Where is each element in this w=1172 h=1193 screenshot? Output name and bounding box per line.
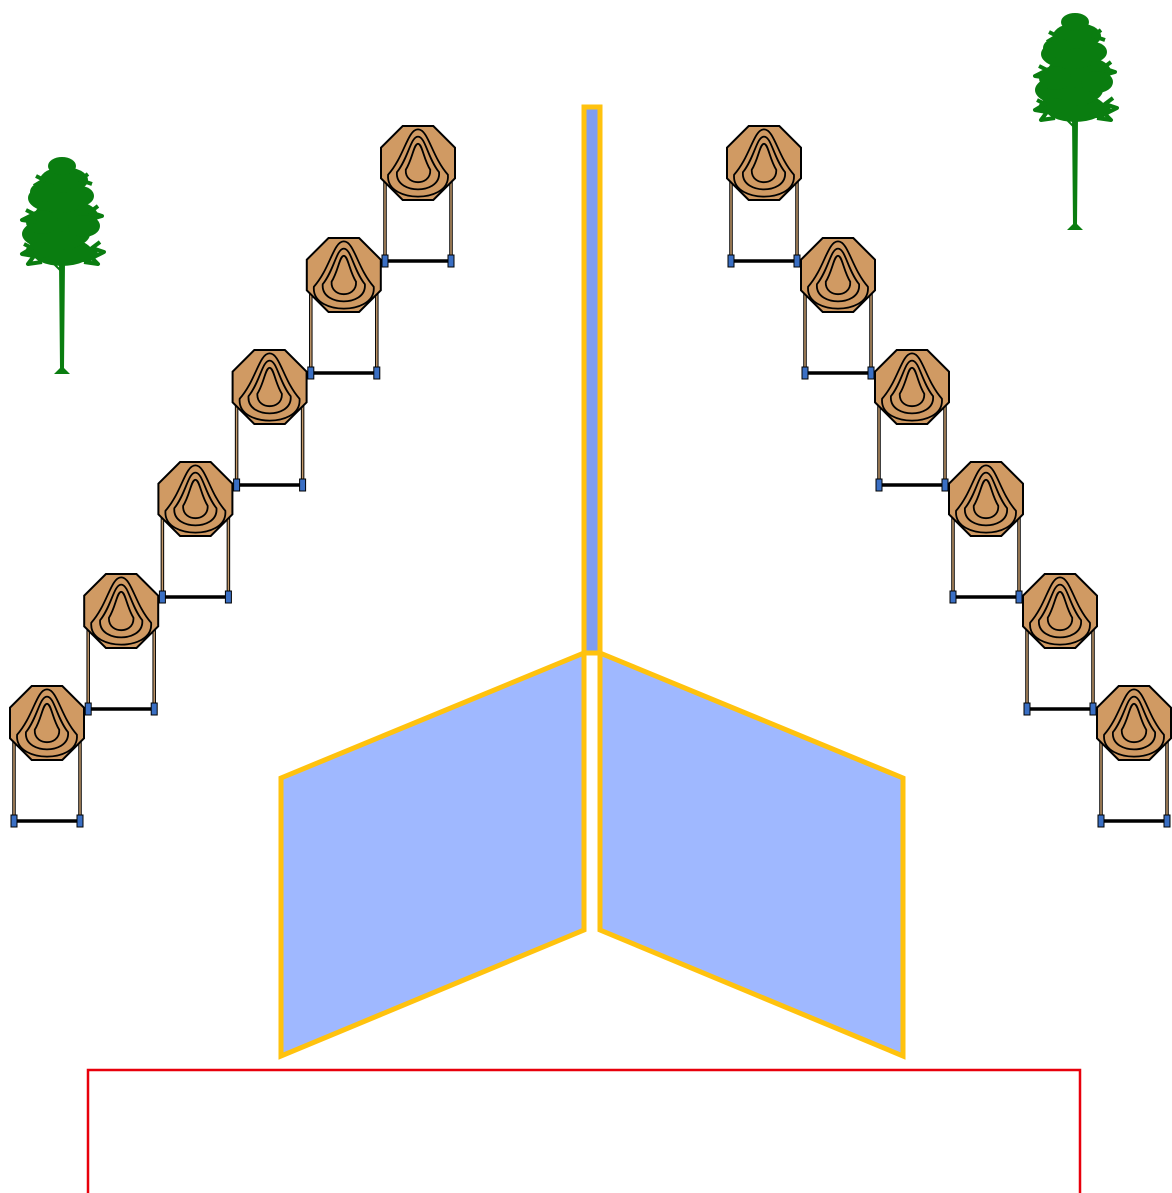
barrier-left <box>278 649 587 1060</box>
steel-target-icon <box>1022 573 1098 716</box>
steel-target-icon <box>874 349 950 492</box>
steel-target-icon <box>800 237 876 380</box>
tree-icon <box>20 157 106 374</box>
steel-target-icon <box>1096 685 1172 828</box>
steel-target-icon <box>948 461 1024 604</box>
steel-target-icon <box>380 125 456 268</box>
steel-target-icon <box>83 573 160 716</box>
steel-target-icon <box>726 125 802 268</box>
center-wall <box>581 104 603 656</box>
target-array-right <box>726 125 1172 828</box>
steel-target-icon <box>157 461 234 604</box>
target-array-left <box>9 125 456 828</box>
steel-target-icon <box>305 237 382 380</box>
steel-target-icon <box>9 685 85 828</box>
shooting-box-line <box>86 1068 1082 1193</box>
steel-target-icon <box>231 349 308 492</box>
barrier-right <box>597 649 906 1060</box>
tree-icon <box>1033 13 1119 230</box>
